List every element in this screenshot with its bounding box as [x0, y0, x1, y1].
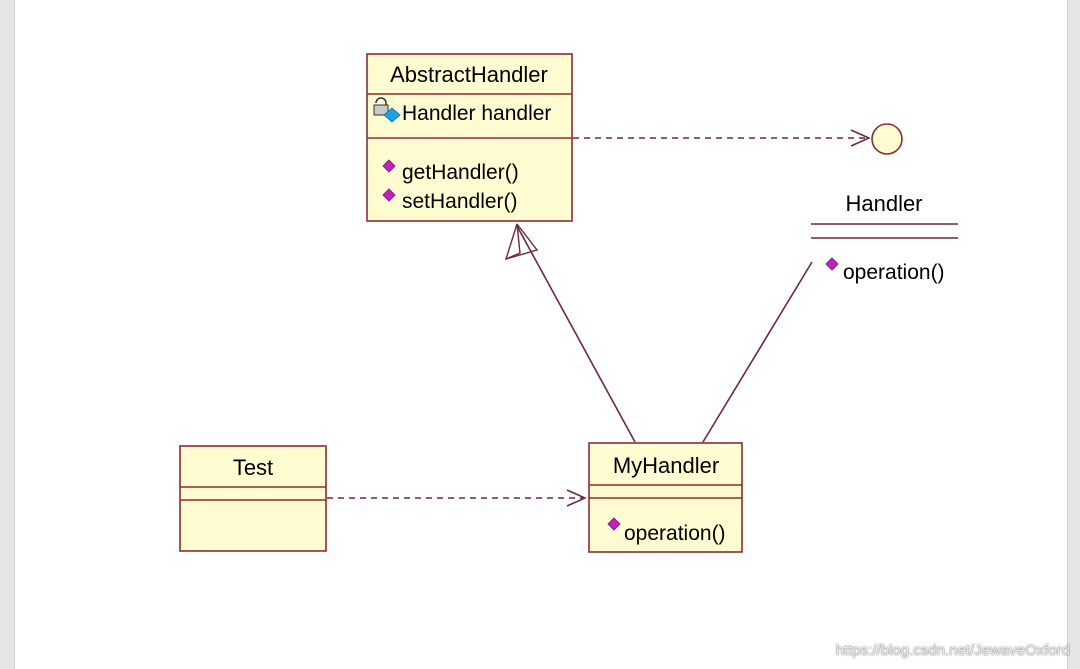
generalization-arrowhead-outline — [505, 223, 539, 260]
interface-handler[interactable]: Handler operation() — [811, 123, 958, 284]
class-test[interactable]: Test — [179, 445, 327, 552]
method-gethandler: getHandler() — [402, 161, 519, 184]
method-operation-handler: operation() — [843, 261, 945, 284]
realization-myhandler-handler — [702, 261, 813, 443]
attribute-handler: Handler handler — [402, 102, 551, 125]
class-name-test: Test — [233, 455, 273, 480]
generalization-myhandler-abstracthandler — [516, 225, 636, 443]
watermark: https://blog.csdn.net/JewaveOxford — [835, 642, 1070, 659]
diagram-canvas: AbstractHandler Handler handler getHandl… — [14, 0, 1068, 669]
method-public-icon — [382, 188, 396, 202]
method-public-icon — [607, 517, 621, 531]
method-sethandler: setHandler() — [402, 190, 518, 213]
private-attribute-icon — [373, 97, 401, 123]
class-name-abstracthandler: AbstractHandler — [390, 62, 548, 87]
method-public-icon — [382, 159, 396, 173]
class-myhandler[interactable]: MyHandler operation() — [588, 442, 743, 553]
interface-name-handler: Handler — [845, 191, 922, 216]
generalization-arrowhead — [504, 223, 521, 261]
method-public-icon — [825, 257, 839, 271]
uml-class-diagram: AbstractHandler Handler handler getHandl… — [179, 53, 958, 553]
method-operation-myhandler: operation() — [624, 522, 726, 545]
class-name-myhandler: MyHandler — [613, 453, 719, 478]
interface-lollipop-icon — [871, 123, 903, 155]
class-abstracthandler[interactable]: AbstractHandler Handler handler getHandl… — [366, 53, 573, 222]
